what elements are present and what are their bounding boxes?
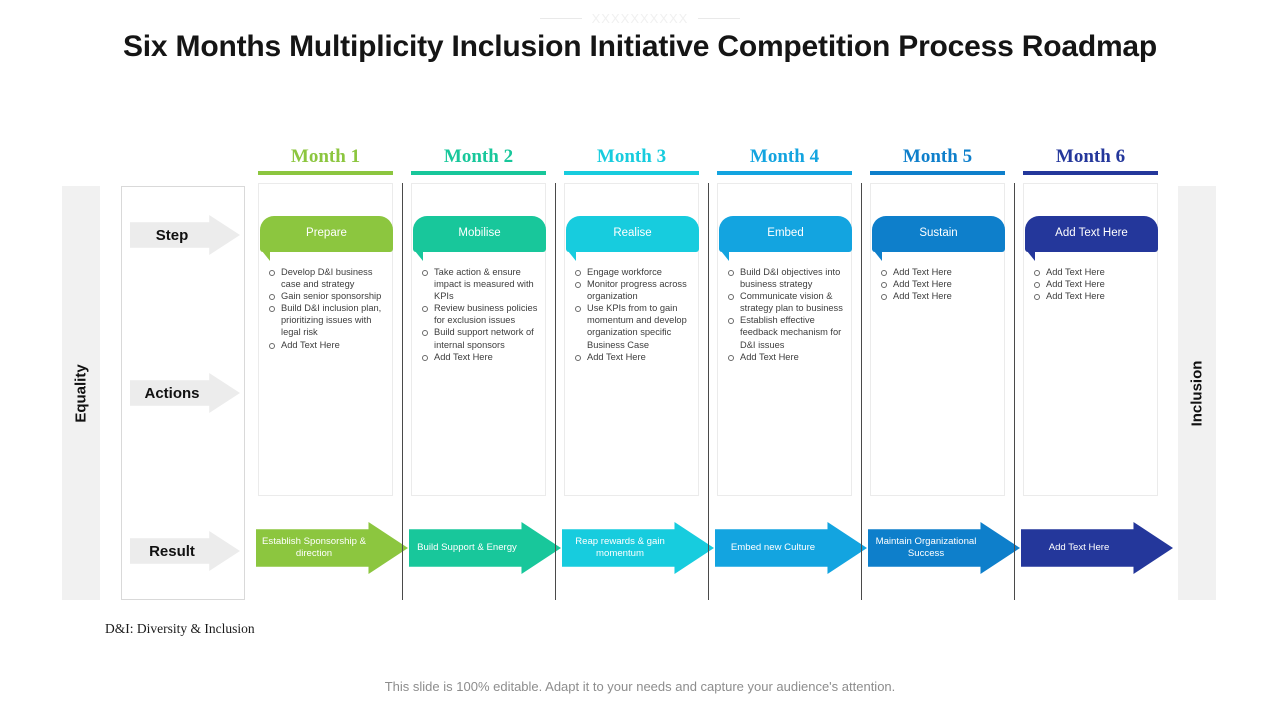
list-item: Build D&I objectives into business strat… — [724, 266, 850, 290]
step-banner-tail-1 — [262, 251, 270, 261]
list-item: Add Text Here — [877, 278, 1003, 290]
actions-list-4: Build D&I objectives into business strat… — [724, 266, 850, 363]
result-arrow-4[interactable]: Embed new Culture — [715, 522, 867, 574]
result-arrow-2[interactable]: Build Support & Energy — [409, 522, 561, 574]
list-item: Develop D&I business case and strategy — [265, 266, 391, 290]
result-arrow-1[interactable]: Establish Sponsorship & direction — [256, 522, 408, 574]
deco-marks: XXXXXXXXXX — [591, 10, 689, 26]
row-label-step: Step — [130, 215, 240, 255]
month-header-3: Month 3 — [564, 147, 699, 175]
row-label-result: Result — [130, 531, 240, 571]
month-header-1: Month 1 — [258, 147, 393, 175]
column-divider-3 — [708, 183, 709, 600]
step-banner-4[interactable]: Embed — [719, 216, 852, 252]
row-label-actions: Actions — [130, 373, 240, 413]
step-banner-tail-3 — [568, 251, 576, 261]
step-banner-1[interactable]: Prepare — [260, 216, 393, 252]
left-axis-label: Equality — [72, 363, 90, 423]
result-arrow-3[interactable]: Reap rewards & gain momentum — [562, 522, 714, 574]
month-label-1: Month 1 — [290, 146, 361, 167]
month-header-2: Month 2 — [411, 147, 546, 175]
column-divider-5 — [1014, 183, 1015, 600]
month-header-4: Month 4 — [717, 147, 852, 175]
list-item: Add Text Here — [877, 266, 1003, 278]
top-decoration: XXXXXXXXXX — [0, 9, 1280, 27]
right-axis-label: Inclusion — [1188, 360, 1206, 426]
step-banner-3[interactable]: Realise — [566, 216, 699, 252]
month-rule-2 — [411, 171, 546, 175]
result-arrow-6[interactable]: Add Text Here — [1021, 522, 1173, 574]
month-label-4: Month 4 — [749, 146, 820, 167]
month-rule-6 — [1023, 171, 1158, 175]
column-divider-1 — [402, 183, 403, 600]
step-banner-tail-5 — [874, 251, 882, 261]
month-label-2: Month 2 — [443, 146, 514, 167]
list-item: Review business policies for exclusion i… — [418, 302, 544, 326]
step-banner-2[interactable]: Mobilise — [413, 216, 546, 252]
actions-list-2: Take action & ensure impact is measured … — [418, 266, 544, 363]
editable-note: This slide is 100% editable. Adapt it to… — [384, 679, 896, 694]
step-banner-5[interactable]: Sustain — [872, 216, 1005, 252]
step-banner-tail-6 — [1027, 251, 1035, 261]
list-item: Add Text Here — [1030, 278, 1156, 290]
list-item: Add Text Here — [1030, 290, 1156, 302]
page-title: Six Months Multiplicity Inclusion Initia… — [122, 30, 1158, 63]
list-item: Build D&I inclusion plan, prioritizing i… — [265, 302, 391, 338]
list-item: Add Text Here — [418, 351, 544, 363]
step-banner-tail-2 — [415, 251, 423, 261]
right-axis-bar: Inclusion — [1178, 186, 1216, 600]
month-label-5: Month 5 — [902, 146, 973, 167]
result-arrow-5[interactable]: Maintain Organizational Success — [868, 522, 1020, 574]
left-axis-bar: Equality — [62, 186, 100, 600]
list-item: Monitor progress across organization — [571, 278, 697, 302]
list-item: Engage workforce — [571, 266, 697, 278]
list-item: Build support network of internal sponso… — [418, 326, 544, 350]
step-banner-6[interactable]: Add Text Here — [1025, 216, 1158, 252]
list-item: Add Text Here — [724, 351, 850, 363]
month-rule-4 — [717, 171, 852, 175]
list-item: Take action & ensure impact is measured … — [418, 266, 544, 302]
row-label-column: Step Actions Result — [121, 186, 245, 600]
list-item: Establish effective feedback mechanism f… — [724, 314, 850, 350]
list-item: Add Text Here — [877, 290, 1003, 302]
month-rule-5 — [870, 171, 1005, 175]
month-rule-1 — [258, 171, 393, 175]
step-banner-tail-4 — [721, 251, 729, 261]
month-label-3: Month 3 — [596, 146, 667, 167]
deco-line-right — [698, 17, 741, 19]
month-header-6: Month 6 — [1023, 147, 1158, 175]
column-divider-2 — [555, 183, 556, 600]
month-rule-3 — [564, 171, 699, 175]
list-item: Use KPIs from to gain momentum and devel… — [571, 302, 697, 350]
list-item: Communicate vision & strategy plan to bu… — [724, 290, 850, 314]
list-item: Gain senior sponsorship — [265, 290, 391, 302]
month-header-5: Month 5 — [870, 147, 1005, 175]
legend-note: D&I: Diversity & Inclusion — [105, 621, 255, 636]
list-item: Add Text Here — [265, 339, 391, 351]
list-item: Add Text Here — [1030, 266, 1156, 278]
list-item: Add Text Here — [571, 351, 697, 363]
month-header-row: Month 1 Month 2 Month 3 Month 4 Month 5 Month… — [258, 147, 1176, 175]
month-label-6: Month 6 — [1055, 146, 1126, 167]
column-divider-4 — [861, 183, 862, 600]
deco-line-left — [539, 17, 582, 19]
